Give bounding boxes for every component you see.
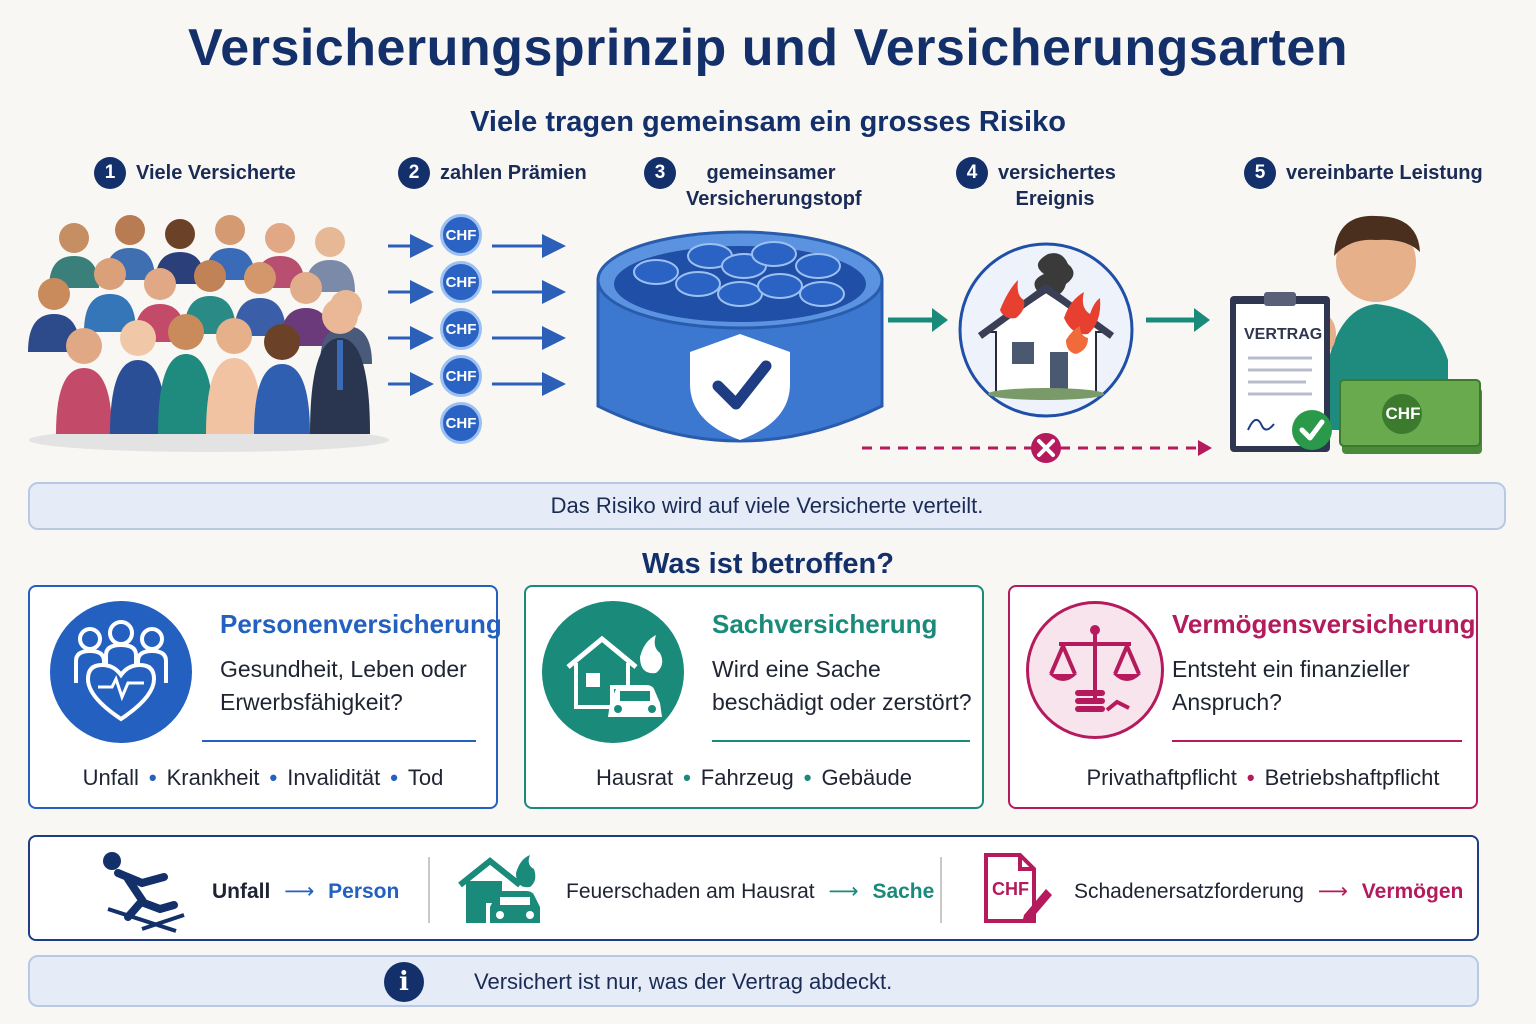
card-title: Sachversicherung xyxy=(712,609,938,639)
crowd-illustration xyxy=(28,215,389,452)
step-label: gemeinsamer Versicherungstopf xyxy=(686,162,862,210)
beneficiary-illustration xyxy=(1230,215,1482,454)
chf-document-label: CHF xyxy=(992,879,1029,899)
card-title: Personenversicherung xyxy=(220,609,502,639)
house-car-fire-icon xyxy=(458,855,540,923)
step-number: 4 xyxy=(956,157,988,189)
example-result: Vermögen xyxy=(1361,880,1464,903)
insurance-pot-icon xyxy=(596,230,884,443)
card-vermoegensversicherung: Vermögensversicherung Entsteht ein finan… xyxy=(1008,585,1478,809)
card-question: Entsteht ein finanzieller Anspruch? xyxy=(1172,656,1410,715)
chf-coin: CHF xyxy=(440,402,482,444)
people-heart-icon xyxy=(50,601,192,743)
falling-person-icon xyxy=(103,852,185,933)
contract-label: VERTRAG xyxy=(1244,326,1323,343)
step-number: 2 xyxy=(398,157,430,189)
chf-document-pen-icon xyxy=(984,853,1052,923)
arrow-right-icon: ⟶ xyxy=(1317,880,1348,903)
tag: Gebäude xyxy=(821,765,912,790)
page-subtitle: Viele tragen gemeinsam ein grosses Risik… xyxy=(470,106,1066,138)
arrow-right-icon: ⟶ xyxy=(284,880,315,903)
dashed-blocked-path xyxy=(862,433,1212,463)
example-result: Person xyxy=(328,880,400,903)
divider xyxy=(940,857,942,923)
example-case: Schadenersatzforderung xyxy=(1074,880,1304,903)
arrow-right-icon xyxy=(888,308,948,332)
card-personenversicherung: Personenversicherung Gesundheit, Leben o… xyxy=(28,585,502,809)
divider xyxy=(1172,740,1462,742)
chf-coin: CHF xyxy=(440,261,482,303)
step-number: 5 xyxy=(1244,157,1276,189)
step-2: 2 zahlen Prämien xyxy=(398,157,587,189)
arrow-right-icon: ⟶ xyxy=(828,880,859,903)
step-label: versichertes Ereignis xyxy=(998,162,1116,210)
tag: Unfall xyxy=(82,765,139,790)
step-4: 4 versichertes Ereignis xyxy=(956,157,1116,212)
step-label: zahlen Prämien xyxy=(440,162,587,184)
step-number: 1 xyxy=(94,157,126,189)
tag: Tod xyxy=(407,765,444,790)
tag: Fahrzeug xyxy=(700,765,794,790)
arrow-right-icon xyxy=(1146,308,1210,332)
card-question: Wird eine Sache beschädigt oder zerstört… xyxy=(712,656,972,715)
chf-coin: CHF xyxy=(440,214,482,256)
step-1: 1 Viele Versicherte xyxy=(94,157,296,189)
chf-coin: CHF xyxy=(440,308,482,350)
examples-box: Unfall ⟶ Person Feuerschaden am Hausrat … xyxy=(28,835,1479,941)
example-case: Feuerschaden am Hausrat xyxy=(566,880,815,903)
divider xyxy=(202,740,476,742)
example-case: Unfall xyxy=(212,880,271,903)
divider xyxy=(428,857,430,923)
tag: Krankheit xyxy=(166,765,260,790)
example-vermoegen: Schadenersatzforderung ⟶ Vermögen xyxy=(1074,879,1463,904)
tag: Hausrat xyxy=(596,765,674,790)
step-label: vereinbarte Leistung xyxy=(1286,162,1483,184)
step-number: 3 xyxy=(644,157,676,189)
example-sache: Feuerschaden am Hausrat ⟶ Sache xyxy=(566,879,934,904)
info-icon: i xyxy=(384,962,424,1002)
house-car-fire-icon xyxy=(542,601,684,743)
scales-icon xyxy=(1026,601,1164,739)
tag: Invalidität xyxy=(287,765,381,790)
info-banner: Das Risiko wird auf viele Versicherte ve… xyxy=(28,482,1506,530)
section-title: Was ist betroffen? xyxy=(642,548,894,580)
tag: Betriebshaftpflicht xyxy=(1264,765,1440,790)
step-5: 5 vereinbarte Leistung xyxy=(1244,157,1483,189)
example-person: Unfall ⟶ Person xyxy=(212,879,399,904)
example-result: Sache xyxy=(872,880,935,903)
page-title: Versicherungsprinzip und Versicherungsar… xyxy=(187,19,1349,77)
step-3: 3 gemeinsamer Versicherungstopf xyxy=(644,157,862,212)
house-fire-icon xyxy=(958,242,1134,418)
money-chf-label: CHF xyxy=(1385,404,1421,423)
card-title: Vermögensversicherung xyxy=(1172,609,1476,639)
premium-arrows xyxy=(388,234,566,396)
card-tags: Hausrat•Fahrzeug•Gebäude xyxy=(596,765,912,790)
card-sachversicherung: Sachversicherung Wird eine Sache beschäd… xyxy=(524,585,984,809)
divider xyxy=(712,740,970,742)
note-banner: i Versichert ist nur, was der Vertrag ab… xyxy=(28,955,1479,1007)
note-text: Versichert ist nur, was der Vertrag abde… xyxy=(474,969,893,994)
card-question: Gesundheit, Leben oder Erwerbsfähigkeit? xyxy=(220,656,467,715)
tag: Privathaftpflicht xyxy=(1086,765,1237,790)
card-tags: Unfall•Krankheit•Invalidität•Tod xyxy=(82,765,444,790)
chf-coin: CHF xyxy=(440,355,482,397)
step-label: Viele Versicherte xyxy=(136,162,296,184)
card-tags: Privathaftpflicht•Betriebshaftpflicht xyxy=(1086,765,1440,790)
